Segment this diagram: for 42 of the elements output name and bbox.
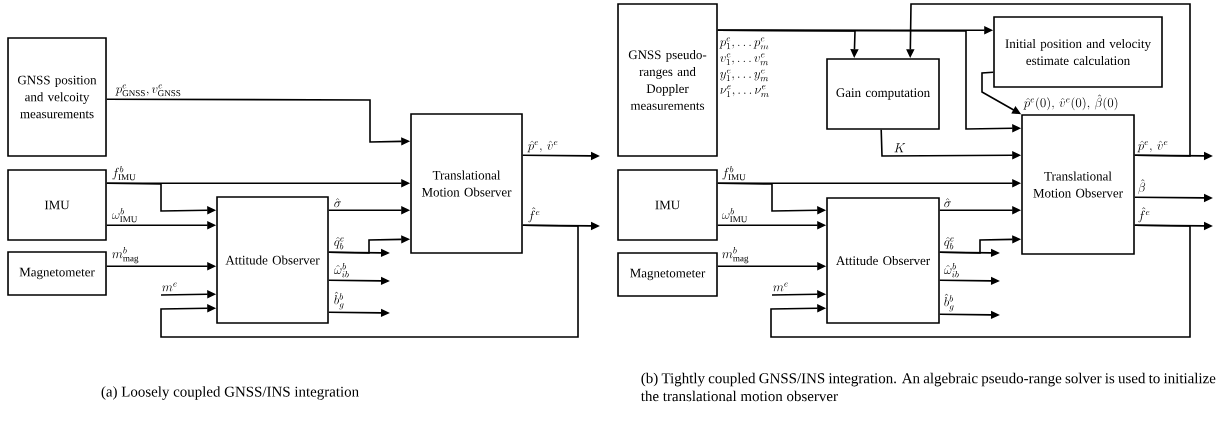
process-box: GNSS pseudo-ranges and Doppler measurements [617, 3, 718, 157]
process-box: GNSS position and velcoity measurements [7, 37, 107, 157]
process-box: Initial position and velocity estimate calculation [993, 16, 1163, 88]
arrow [770, 224, 1191, 338]
edge-label: $\hat{\sigma}$ [334, 198, 341, 208]
edge-label: $\omega^b_{\mathrm{IMU}}$ [721, 207, 748, 223]
arrow [906, 3, 1191, 157]
caption: (b) Tightly coupled GNSS/INS integration. An algebraic pseudo-range solver is used to initialize the translational motion observer [640, 372, 1216, 402]
edge-label: $m^b_{\mathrm{mag}}$ [112, 247, 139, 264]
edge-label: $\hat{\omega}^b_{ib}$ [943, 263, 959, 278]
edge-label: $\hat{p}^e,\, \hat{v}^e$ [527, 140, 558, 153]
process-box: Gain computation [826, 58, 940, 130]
edge-label: $p^e_{\mathrm{GNSS}}, v^e_{\mathrm{GNSS}}$ [115, 84, 181, 97]
edge-label: $\hat{b}^b_g$ [944, 293, 954, 312]
edge-label: $\hat{\omega}^b_{ib}$ [333, 263, 349, 278]
process-box: Magnetometer [617, 252, 718, 297]
edge-label: $\hat{f}^e$ [1138, 207, 1150, 223]
process-box: Attitude Observer [216, 196, 329, 324]
edge-label: $f^b_{\mathrm{IMU}}$ [722, 165, 746, 181]
arrow [160, 224, 579, 338]
edge-label: $m^e$ [162, 282, 177, 292]
process-box: IMU [7, 169, 107, 241]
caption: (a) Loosely coupled GNSS/INS integration [101, 386, 359, 400]
edge-label: $m^b_{\mathrm{mag}}$ [722, 247, 749, 264]
edge-label: $\hat{f}^e$ [528, 207, 540, 223]
edge-label: $\hat{p}^e(0),\, \hat{v}^e(0),\, \hat{\beta}(0)$ [1023, 94, 1118, 111]
process-box: Translational Motion Observer [1021, 114, 1135, 255]
process-box: Magnetometer [7, 251, 107, 296]
process-box: Attitude Observer [826, 197, 940, 324]
edge-label: $\omega^b_{\mathrm{IMU}}$ [111, 207, 138, 223]
edge-label: $\hat{q}^e_b$ [334, 237, 344, 250]
edge-label: $\hat{p}^e,\, \hat{v}^e$ [1137, 140, 1168, 153]
process-box: Translational Motion Observer [410, 113, 523, 254]
edge-label: $\hat{\beta}$ [1138, 179, 1146, 195]
edge-label: $\hat{\sigma}$ [944, 198, 951, 208]
edge-label: $m^e$ [773, 282, 788, 292]
edge-label: $\hat{b}^b_g$ [334, 291, 344, 310]
process-box: IMU [617, 169, 718, 241]
edge-label: $K$ [894, 143, 906, 153]
edge-label: $\begin{array}{@{}l@{}}p^e_1,\dots p^e_m\\ v^e_1,\dots v^e_m\\ y^e_1,\dots y^e_m\\ \nu^e_1,\dots \nu^e_m\end{array}$ [719, 37, 769, 98]
edge-label: $f^b_{\mathrm{IMU}}$ [112, 165, 136, 181]
edge-label: $\hat{q}^e_b$ [944, 237, 954, 250]
